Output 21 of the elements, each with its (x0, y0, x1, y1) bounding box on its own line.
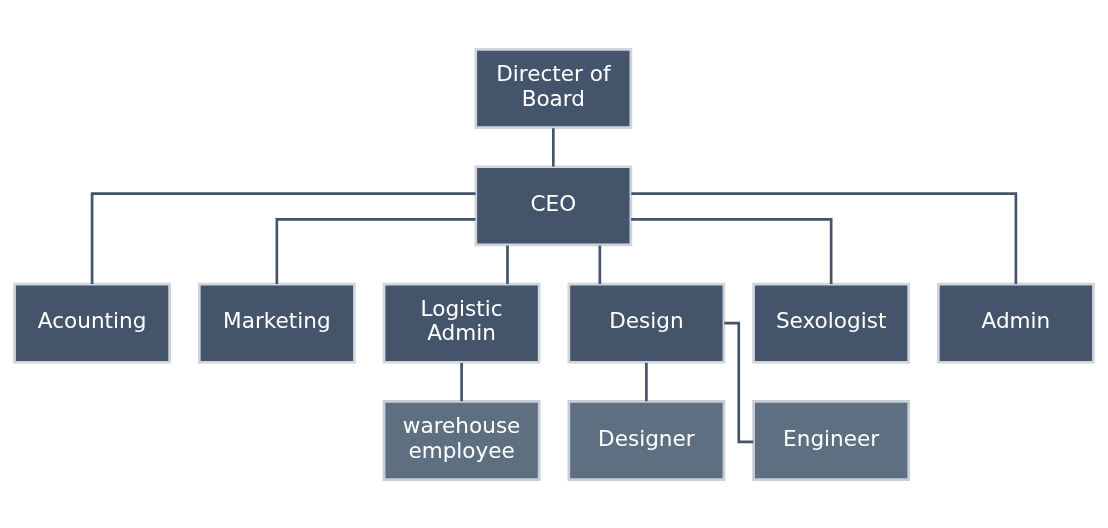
node-box: Marketing (197, 282, 356, 364)
node-box: Logistic Admin (382, 282, 541, 364)
node-box: Designer (567, 399, 726, 481)
connector (631, 217, 833, 284)
connector (631, 191, 1018, 284)
connector (598, 245, 602, 284)
connector (275, 217, 476, 284)
node-box: Acounting (13, 282, 171, 364)
connector (552, 127, 555, 167)
connector (506, 245, 509, 284)
connector (645, 362, 648, 401)
node-box: warehouse employee (382, 399, 541, 481)
connector (724, 321, 754, 443)
connector (90, 191, 476, 284)
node-box: Design (567, 282, 726, 364)
node-box: Engineer (752, 399, 911, 481)
node-box: Directer of Board (474, 47, 633, 129)
node-box: CEO (474, 164, 633, 246)
connector (460, 362, 463, 401)
node-box: Admin (937, 282, 1095, 364)
node-box: Sexologist (752, 282, 911, 364)
